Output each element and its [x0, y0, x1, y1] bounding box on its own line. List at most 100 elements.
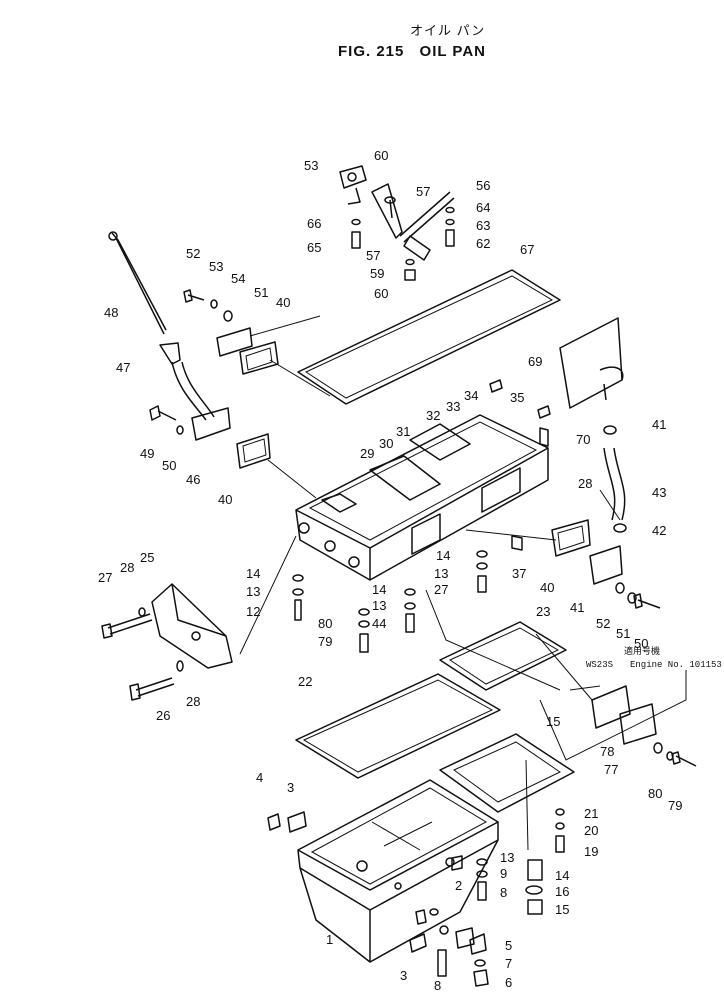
part-label: 2	[455, 878, 462, 893]
part-label: 21	[584, 806, 598, 821]
figure-title: FIG. 215 OIL PAN	[338, 43, 486, 60]
part-label: 13	[372, 598, 386, 613]
part-label: 14	[555, 868, 569, 883]
part-label: 42	[652, 523, 666, 538]
part-label: 54	[231, 271, 245, 286]
bolt-49	[149, 405, 184, 435]
part-label: 6	[505, 975, 512, 990]
part-label: 15	[546, 714, 560, 729]
part-label: 22	[298, 674, 312, 689]
part-label: 26	[156, 708, 170, 723]
part-label: 44	[372, 616, 386, 631]
part-label: 19	[584, 844, 598, 859]
gasket-23	[439, 621, 567, 691]
figure-number: FIG. 215	[338, 43, 405, 60]
part-label: 28	[578, 476, 592, 491]
part-label: 53	[209, 259, 223, 274]
gasket-67	[297, 269, 561, 405]
part-label: 56	[476, 178, 490, 193]
part-label: 79	[318, 634, 332, 649]
part-label: 62	[476, 236, 490, 251]
part-label: 52	[186, 246, 200, 261]
part-label: 40	[540, 580, 554, 595]
leader-lines	[239, 315, 687, 761]
part-label: 29	[360, 446, 374, 461]
breather-housing	[489, 317, 627, 533]
part-label: 77	[604, 762, 618, 777]
part-label: 51	[254, 285, 268, 300]
part-label: 46	[186, 472, 200, 487]
part-label: 5	[505, 938, 512, 953]
part-label: 64	[476, 200, 490, 215]
part-label: 40	[218, 492, 232, 507]
part-label: 57	[366, 248, 380, 263]
part-label: 51	[616, 626, 630, 641]
part-label: 15	[555, 902, 569, 917]
part-label: 48	[104, 305, 118, 320]
part-label: 23	[536, 604, 550, 619]
part-label: 52	[596, 616, 610, 631]
part-label: 41	[570, 600, 584, 615]
part-label: 35	[510, 390, 524, 405]
lower-pan-fittings	[267, 811, 543, 987]
part-label: 3	[400, 968, 407, 983]
part-label: 13	[500, 850, 514, 865]
part-label: 66	[307, 216, 321, 231]
figure-name: OIL PAN	[419, 43, 486, 60]
variant-cover-73-74	[591, 685, 697, 767]
breather-pipe	[339, 165, 455, 281]
part-label: 69	[528, 354, 542, 369]
part-label: 14	[436, 548, 450, 563]
part-label: 1	[326, 932, 333, 947]
part-label: 14	[246, 566, 260, 581]
dipstick	[108, 231, 167, 335]
part-label: 47	[116, 360, 130, 375]
dipstick-guide	[159, 342, 231, 441]
strainer-15	[439, 733, 575, 853]
part-label: 9	[500, 866, 507, 881]
upper-oil-pan-24	[295, 414, 549, 581]
part-label: 7	[505, 956, 512, 971]
part-label: 31	[396, 424, 410, 439]
part-label: 80	[648, 786, 662, 801]
cover-51-and-gaskets	[183, 289, 279, 469]
applicability-label-jp: 適用号機	[624, 647, 661, 657]
applicability-model: WS23S	[586, 660, 614, 670]
part-label: 63	[476, 218, 490, 233]
part-label: 40	[276, 295, 290, 310]
part-label: 80	[318, 616, 332, 631]
part-label: 59	[370, 266, 384, 281]
part-label: 16	[555, 884, 569, 899]
part-label: 4	[256, 770, 263, 785]
part-label: 20	[584, 823, 598, 838]
part-label: 53	[304, 158, 318, 173]
part-label: 33	[446, 399, 460, 414]
part-label: 34	[464, 388, 478, 403]
part-label: 3	[287, 780, 294, 795]
lower-oil-pan-1	[297, 779, 499, 963]
part-label: 50	[162, 458, 176, 473]
bracket-25	[101, 583, 233, 701]
part-label: 30	[379, 436, 393, 451]
gasket-22	[295, 673, 501, 779]
part-label: 60	[374, 286, 388, 301]
part-label: 8	[434, 978, 441, 992]
part-label: 79	[668, 798, 682, 813]
part-label: 12	[246, 604, 260, 619]
part-label: 27	[98, 570, 112, 585]
part-label: 49	[140, 446, 154, 461]
part-label: 14	[372, 582, 386, 597]
part-label: 70	[576, 432, 590, 447]
applicability-engine: Engine No. 101153	[630, 660, 722, 670]
part-label: 60	[374, 148, 388, 163]
part-label: 37	[512, 566, 526, 581]
part-label: 25	[140, 550, 154, 565]
part-label: 78	[600, 744, 614, 759]
part-label: 32	[426, 408, 440, 423]
title-japanese: オイル パン	[410, 23, 486, 38]
part-label: 13	[246, 584, 260, 599]
part-label: 65	[307, 240, 321, 255]
part-label: 43	[652, 485, 666, 500]
part-label: 8	[500, 885, 507, 900]
